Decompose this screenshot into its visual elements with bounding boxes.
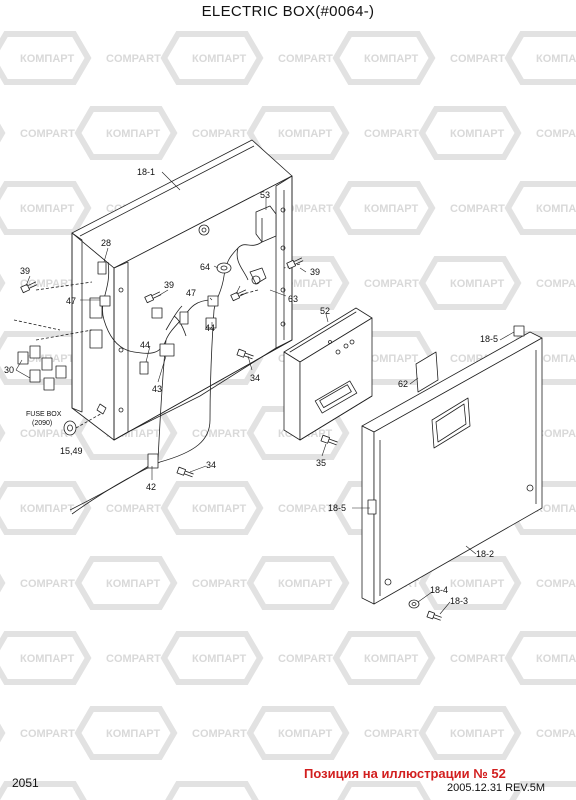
part-label: 28: [101, 238, 111, 248]
part-label: 44: [205, 323, 215, 333]
part-label: (2090): [32, 420, 52, 427]
part-label: 15,49: [60, 446, 83, 456]
gasket-plate-62-drawing: [415, 351, 439, 393]
part-label: 39: [164, 280, 174, 290]
controller-unit-drawing: [283, 307, 373, 441]
part-label: 63: [288, 294, 298, 304]
part-label: 53: [260, 190, 270, 200]
illustration-reference-note: Позиция на иллюстрации № 52: [304, 766, 506, 781]
part-label: 47: [186, 288, 196, 298]
relay-and-harness-drawing: [213, 205, 277, 311]
part-label: 39: [20, 266, 30, 276]
part-labels: 18-1 53 28 39 64 39 39 47 47 63 52 44 44…: [4, 167, 498, 606]
fuses-drawing: [13, 319, 67, 391]
part-label: 43: [152, 384, 162, 394]
page-number: 2051: [12, 776, 39, 790]
part-label: 30: [4, 365, 14, 375]
part-label: 34: [250, 373, 260, 383]
part-label: 18-2: [476, 549, 494, 559]
part-label: 18-3: [450, 596, 468, 606]
grommet-64-drawing: [216, 262, 232, 274]
part-label: 18-5: [328, 503, 346, 513]
bolts-drawing: [20, 257, 442, 621]
part-label: 34: [206, 460, 216, 470]
part-label: 18-4: [430, 585, 448, 595]
cover-door-drawing: [361, 325, 543, 605]
leader-lines: [15, 171, 515, 615]
part-label: 39: [310, 267, 320, 277]
page-title: ELECTRIC BOX(#0064-): [201, 3, 375, 20]
part-label: FUSE BOX: [26, 411, 62, 418]
cable-harness-drawing: [69, 261, 219, 515]
part-label: 42: [146, 482, 156, 492]
revision-date: 2005.12.31 REV.5M: [447, 782, 546, 794]
part-label: 18-5: [480, 334, 498, 344]
part-label: 52: [320, 306, 330, 316]
cabinet-box-drawing: [35, 139, 301, 441]
part-label: 18-1: [137, 167, 155, 177]
part-label: 35: [316, 458, 326, 468]
part-label: 47: [66, 296, 76, 306]
part-label: 62: [398, 379, 408, 389]
part-label: 44: [140, 340, 150, 350]
part-label: 64: [200, 262, 210, 272]
fuse-box-plug-drawing: [63, 403, 107, 436]
